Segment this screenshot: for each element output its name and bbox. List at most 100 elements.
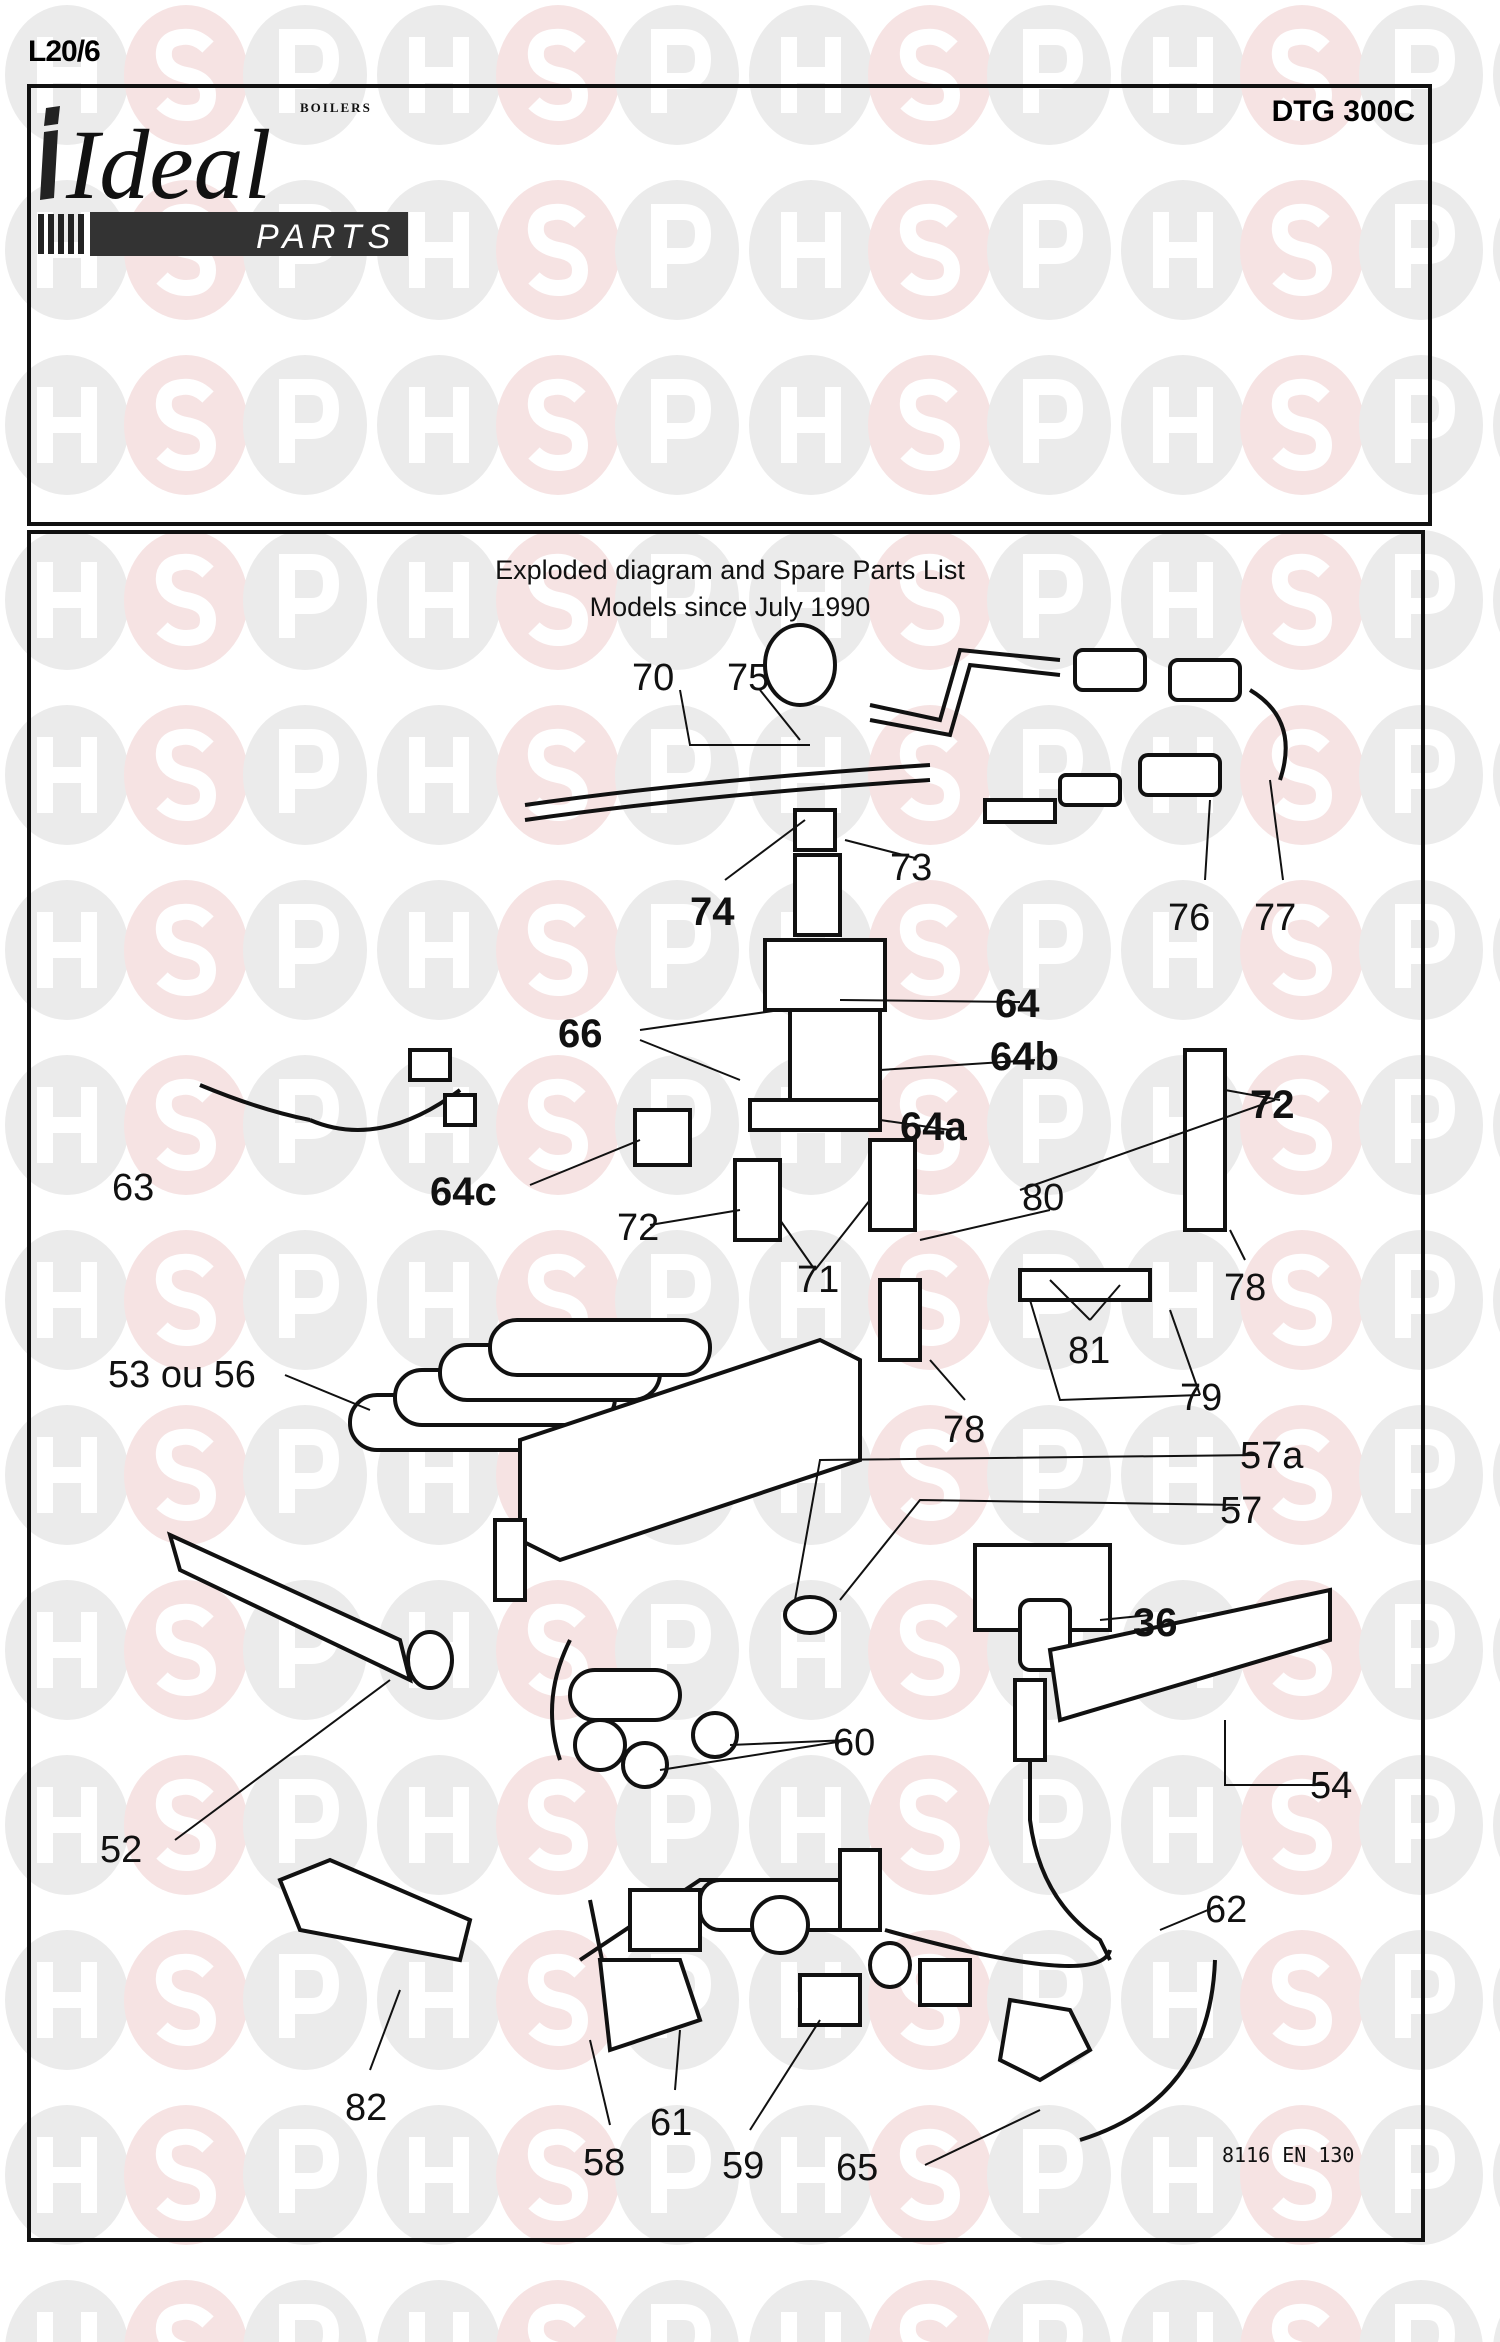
watermark-letter-glyph xyxy=(1395,1429,1456,1513)
watermark-letter-glyph xyxy=(1023,1429,1084,1513)
part-label: 78 xyxy=(943,1409,985,1451)
watermark-letter-glyph xyxy=(409,1262,469,1338)
watermark-letter-glyph xyxy=(899,28,961,122)
part-label: 71 xyxy=(797,1259,839,1301)
watermark-letter-glyph xyxy=(1271,728,1333,822)
watermark-letter-glyph xyxy=(651,1779,712,1863)
watermark-letter-glyph xyxy=(37,912,97,988)
watermark-letter-glyph xyxy=(279,1954,340,2038)
watermark-letter-glyph xyxy=(279,729,340,813)
watermark-letter-glyph xyxy=(37,1612,97,1688)
watermark-letter-glyph xyxy=(37,1962,97,2038)
logo-brand: Ideal xyxy=(65,109,271,220)
watermark-letter-glyph xyxy=(899,553,961,647)
drawing-reference: 8116 EN 130 xyxy=(1222,2143,1354,2167)
watermark-circle xyxy=(377,2280,501,2342)
watermark-letter-glyph xyxy=(1271,378,1333,472)
logo-tag: PARTS xyxy=(256,218,396,256)
watermark-letter-glyph xyxy=(1395,1954,1456,2038)
watermark-letter-glyph xyxy=(409,2137,469,2213)
part-label: 60 xyxy=(833,1722,875,1764)
watermark-letter-glyph xyxy=(155,903,217,997)
header-panel xyxy=(27,84,1432,526)
watermark-letter-glyph xyxy=(527,1953,589,2047)
watermark-letter-glyph xyxy=(527,203,589,297)
watermark-letter-glyph xyxy=(1395,729,1456,813)
watermark-letter-glyph xyxy=(1271,2303,1330,2342)
watermark-letter-glyph xyxy=(1395,904,1456,988)
part-label: 64a xyxy=(900,1105,967,1149)
watermark-letter-glyph xyxy=(1271,203,1333,297)
part-label: 64c xyxy=(430,1170,497,1214)
watermark-letter-glyph xyxy=(279,1079,340,1163)
watermark-circle xyxy=(1493,742,1500,808)
watermark-letter-glyph xyxy=(155,1428,217,1522)
watermark-letter-glyph xyxy=(899,1778,961,1872)
part-label: 76 xyxy=(1168,897,1210,939)
part-label: 78 xyxy=(1224,1267,1266,1309)
watermark-letter-glyph xyxy=(1395,1779,1456,1863)
watermark-letter-glyph xyxy=(1271,1953,1333,2047)
watermark-letter-glyph xyxy=(1153,1437,1213,1513)
watermark-letter-glyph xyxy=(1023,29,1084,113)
part-label: 36 xyxy=(1133,1601,1178,1645)
watermark-circle xyxy=(1493,2317,1500,2342)
watermark-letter-glyph xyxy=(37,562,97,638)
watermark-letter-glyph xyxy=(155,2303,214,2342)
watermark-letter-glyph xyxy=(899,378,961,472)
watermark-letter-glyph xyxy=(781,2137,841,2213)
part-label: 72 xyxy=(617,1207,659,1249)
watermark-letter-glyph xyxy=(279,554,340,638)
watermark-circle xyxy=(5,2280,129,2342)
watermark-letter-glyph xyxy=(1395,1604,1456,1688)
watermark-letter-glyph xyxy=(781,37,841,113)
watermark-letter-glyph xyxy=(155,28,217,122)
watermark-letter-glyph xyxy=(279,2129,340,2213)
watermark-letter-glyph xyxy=(781,2312,841,2342)
diagram-title: Exploded diagram and Spare Parts List xyxy=(495,555,965,585)
watermark-letter-glyph xyxy=(409,1962,469,2038)
watermark-letter-glyph xyxy=(651,1254,712,1338)
part-label: 75 xyxy=(727,657,769,699)
watermark-letter-glyph xyxy=(37,737,97,813)
watermark-letter-glyph xyxy=(1271,2128,1333,2222)
watermark-letter-glyph xyxy=(1153,912,1213,988)
watermark-letter-glyph xyxy=(899,2128,961,2222)
part-label: 53 ou 56 xyxy=(108,1354,256,1396)
part-label: 72 xyxy=(1250,1083,1295,1127)
watermark-letter-glyph xyxy=(37,1262,97,1338)
watermark-letter-glyph xyxy=(155,1778,217,1872)
watermark-letter-glyph xyxy=(1395,29,1456,113)
watermark-letter-glyph xyxy=(155,1603,217,1697)
watermark-letter-glyph xyxy=(781,1262,841,1338)
watermark-letter-glyph xyxy=(409,1787,469,1863)
watermark-letter-glyph xyxy=(1023,2304,1084,2342)
watermark-letter-glyph xyxy=(1023,2129,1084,2213)
watermark-letter-glyph xyxy=(409,212,469,288)
watermark-letter-glyph xyxy=(279,2304,340,2342)
watermark-letter-glyph xyxy=(1153,37,1213,113)
sheet-code: L20/6 xyxy=(28,35,101,68)
part-label: 61 xyxy=(650,2102,692,2144)
watermark-letter-glyph xyxy=(899,2303,958,2342)
watermark-letter-glyph xyxy=(1271,1253,1333,1347)
watermark-letter-glyph xyxy=(279,1779,340,1863)
part-labels: 70 75 73 74 76 77 64 66 64b 64a 72 63 64… xyxy=(100,657,1354,2189)
watermark-letter-glyph xyxy=(651,1604,712,1688)
watermark-circle xyxy=(1493,1617,1500,1683)
watermark-letter-glyph xyxy=(279,1254,340,1338)
watermark-letter-glyph xyxy=(899,1428,961,1522)
watermark-letter-glyph xyxy=(1023,1079,1084,1163)
watermark-circle xyxy=(749,2280,873,2342)
watermark-letter-glyph xyxy=(527,553,589,647)
watermark-letter-glyph xyxy=(899,1253,961,1347)
part-label: 73 xyxy=(890,847,932,889)
watermark-circle xyxy=(1493,1442,1500,1508)
watermark-circle xyxy=(1493,2142,1500,2208)
watermark-letter-glyph xyxy=(1271,1778,1333,1872)
watermark-letter-glyph xyxy=(899,1078,961,1172)
part-label: 77 xyxy=(1254,897,1296,939)
watermark-letter-glyph xyxy=(279,29,340,113)
watermark-circle xyxy=(1121,2280,1245,2342)
watermark-circle xyxy=(1493,392,1500,458)
